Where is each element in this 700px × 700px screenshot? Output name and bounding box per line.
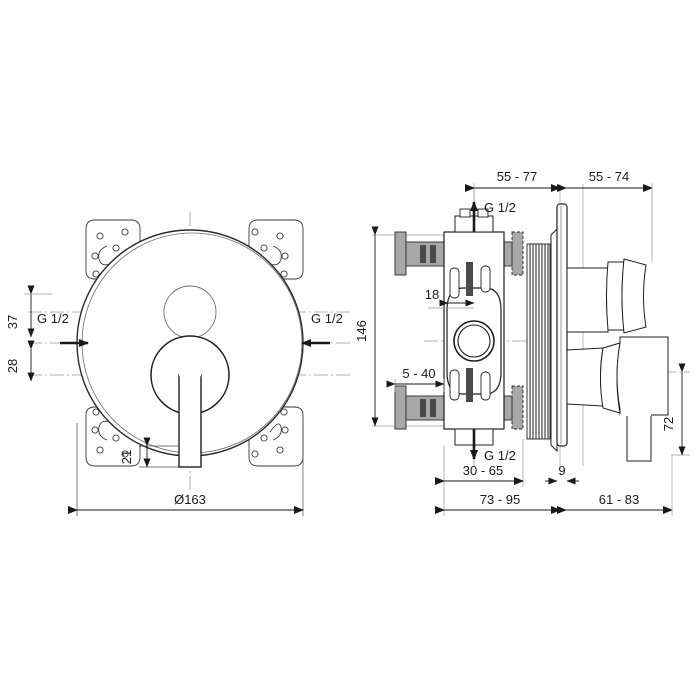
escutcheon-face-plate [556,203,568,447]
inlet-right-label: G 1/2 [311,311,343,326]
body-internal-slots-lower [449,369,491,401]
top-nut-left [459,208,471,218]
front-inlet-left: G 1/2 [37,311,89,347]
top-nut-right [477,208,489,218]
flange-plate-upper-left [394,231,407,276]
front-vertical-dims [24,285,52,382]
flange-plate-lower-left [394,385,407,430]
front-dim-21 [139,437,179,468]
front-inlet-right: G 1/2 [301,311,343,347]
lever-base-collar [566,347,604,407]
flange-plate-upper-right [511,231,524,276]
inlet-left-label: G 1/2 [37,311,69,326]
dim-28-label: 28 [5,359,20,373]
valve-body [443,208,505,446]
dim-146-label: 146 [354,320,369,342]
dim-55-74 [557,183,653,262]
dim-55-74-label: 55 - 74 [589,169,629,184]
dim-18 [428,299,475,309]
escutcheon-plate [550,203,568,453]
dim-61-83 [557,455,673,516]
dim-163-label: Ø163 [174,492,206,507]
dim-30-65-label: 30 - 65 [463,463,503,478]
front-diameter-dim [68,423,304,516]
main-lever-handle [566,336,669,462]
side-inlet-bottom: G 1/2 [470,429,516,463]
spindle-inner-circle [457,324,491,358]
dim-18-label: 18 [425,287,439,302]
hatch-ul-2 [430,245,436,263]
slot-hatch-lower [466,368,473,402]
front-view: G 1/2 G 1/2 37 28 21 Ø163 [5,212,352,516]
body-internal-slots-upper [449,265,491,299]
dim-9-label: 9 [558,463,565,478]
hatch-ul-1 [420,245,426,263]
lever-grip-stem [626,414,652,462]
threaded-barrel [526,243,551,440]
inlet-top-label: G 1/2 [484,200,516,215]
flange-plate-lower-right [511,385,524,430]
side-view: 55 - 77 55 - 74 G 1/2 G 1/2 146 18 [354,169,690,516]
dim-30-65 [435,439,524,487]
dim-73-95-label: 73 - 95 [480,492,520,507]
side-inlet-top: G 1/2 [470,200,516,232]
spindle-outer-circle [453,320,495,362]
barrel-threads [529,244,549,439]
lever-body [616,336,669,416]
hatch-ll-1 [420,399,426,417]
lever-handle-stem [178,374,202,468]
dim-5-40 [386,379,445,392]
dim-73-95 [435,487,561,516]
diverter-knob [566,258,647,334]
hatch-ll-2 [430,399,436,417]
knob-base-collar [566,267,609,333]
knob-cap [621,258,647,334]
dim-21-label: 21 [119,450,134,464]
knob-mid-section [606,261,625,331]
dim-72-label: 72 [661,417,676,431]
escutcheon-taper [550,227,558,453]
dim-5-40-label: 5 - 40 [402,366,435,381]
dim-61-83-label: 61 - 83 [599,492,639,507]
dim-55-77-label: 55 - 77 [497,169,537,184]
slot-hatch-upper [466,262,473,296]
inlet-bottom-label: G 1/2 [484,448,516,463]
dim-37-label: 37 [5,315,20,329]
